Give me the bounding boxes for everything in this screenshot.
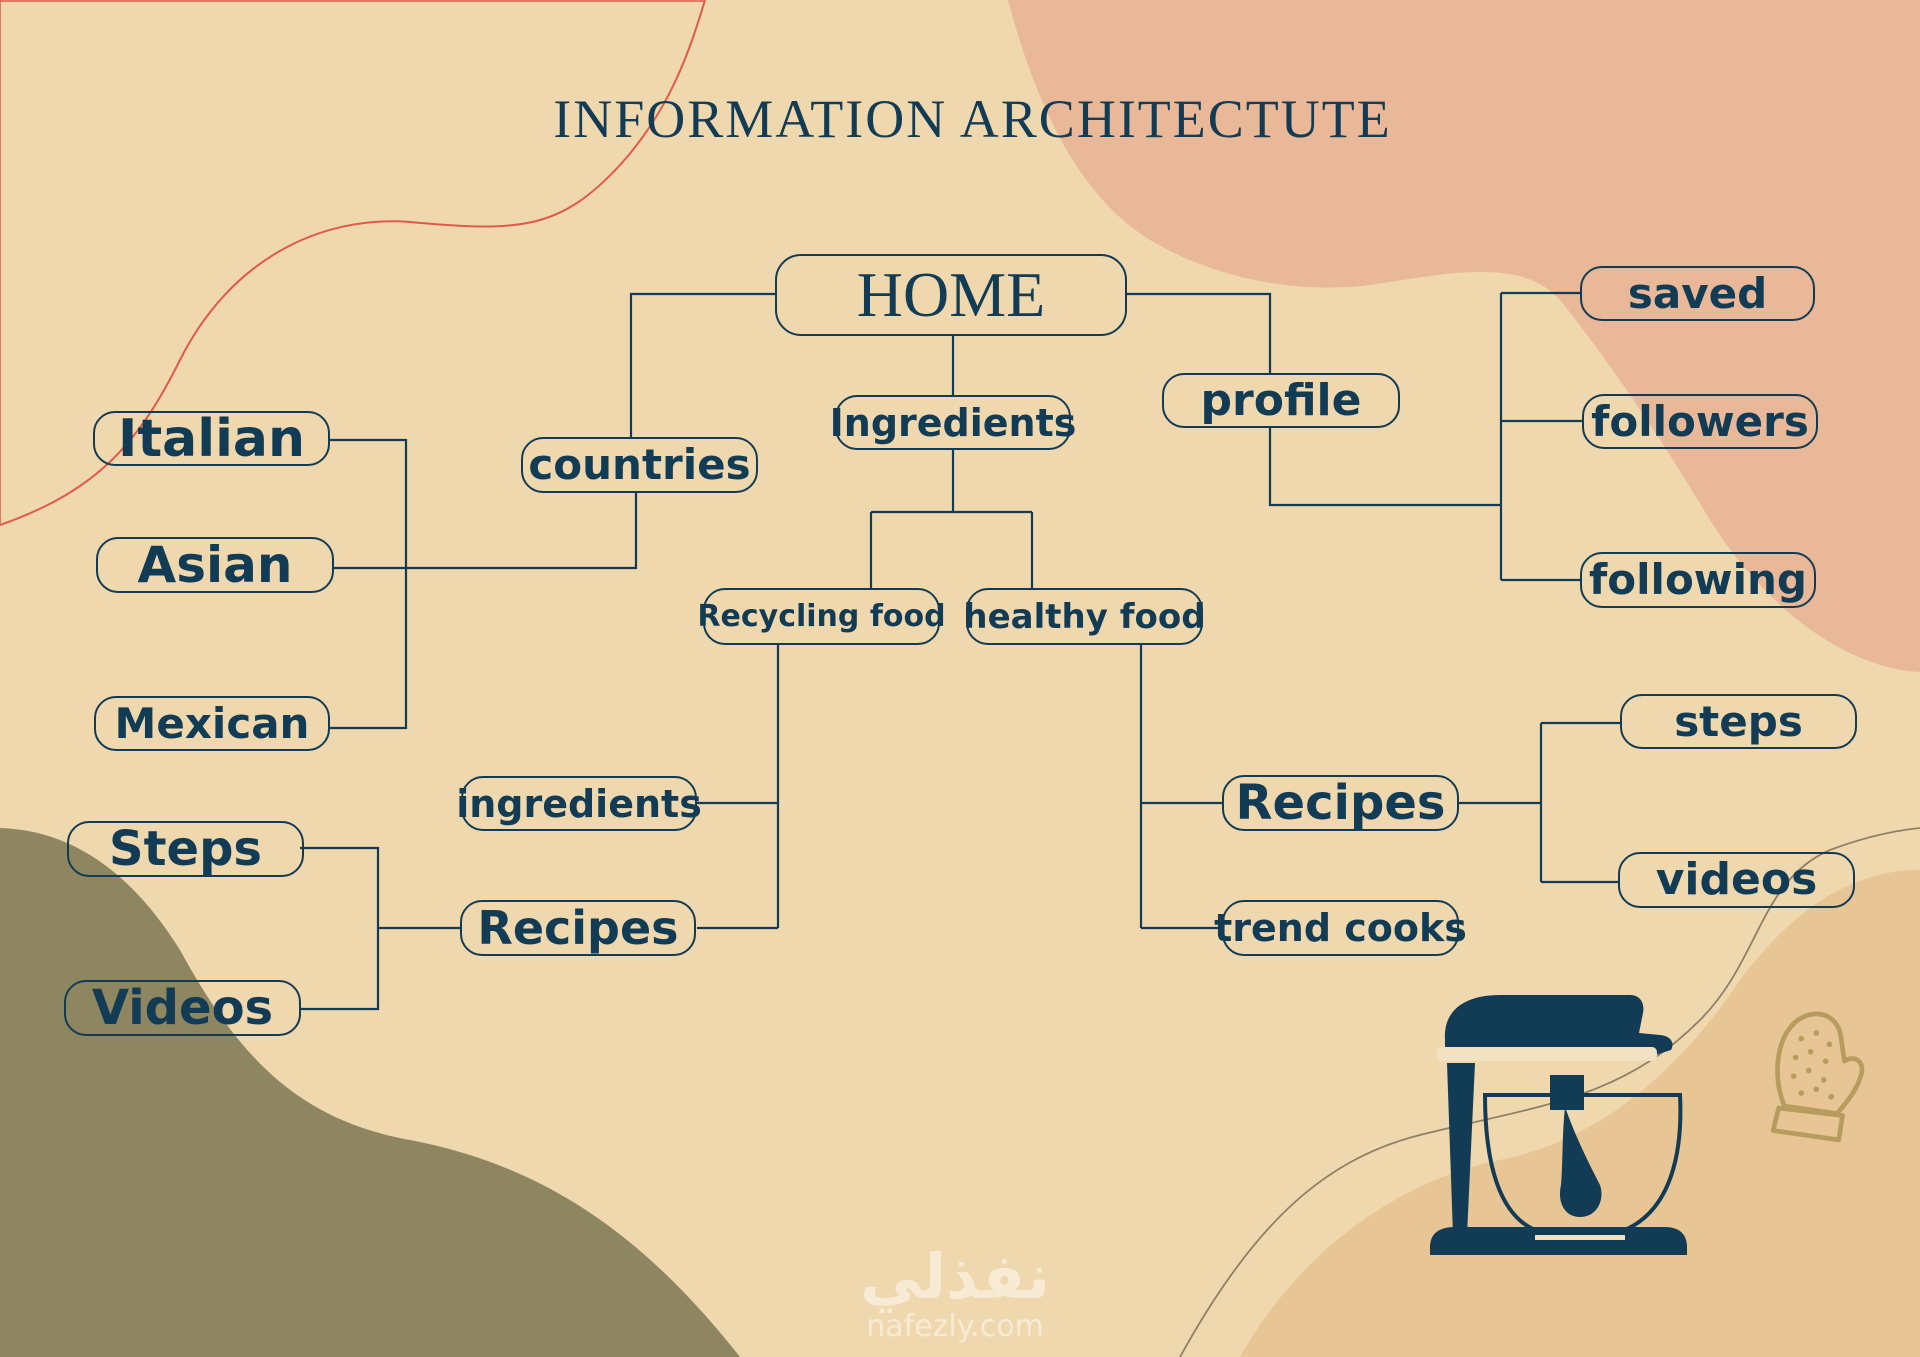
olive-blob xyxy=(0,828,740,1357)
red-curve xyxy=(0,0,706,526)
node-followers: followers xyxy=(1582,394,1818,449)
peach-blob xyxy=(1008,0,1920,672)
page-title: INFORMATION ARCHITECTUTE xyxy=(553,89,1392,149)
connector-recipes-right xyxy=(1459,721,1620,884)
node-recycling-food: Recycling food xyxy=(697,588,946,645)
node-videos-right: videos xyxy=(1618,852,1855,908)
node-videos-left: Videos xyxy=(64,980,301,1036)
watermark-url: nafezly.com xyxy=(866,1309,1044,1344)
node-mexican: Mexican xyxy=(94,696,330,751)
node-profile: profile xyxy=(1162,373,1400,428)
node-ingredients: Ingredients xyxy=(830,395,1076,450)
connector-profile-lists xyxy=(1268,291,1582,582)
node-steps-left: Steps xyxy=(67,821,304,877)
thin-curve xyxy=(1179,827,1920,1357)
node-countries: countries xyxy=(521,437,758,493)
node-healthy-food: healthy food xyxy=(963,588,1206,645)
node-home: HOME xyxy=(775,254,1127,336)
node-trend-cooks: trend cooks xyxy=(1214,900,1467,956)
connector-recycling-food xyxy=(697,645,780,930)
node-recipes-right: Recipes xyxy=(1222,775,1459,831)
connector-home-countries xyxy=(629,292,775,437)
sand-blob xyxy=(1240,870,1920,1357)
red-border xyxy=(0,0,705,525)
stand-mixer-icon xyxy=(1430,995,1687,1255)
connector-home-profile xyxy=(1127,292,1272,373)
connector-countries-cuisines xyxy=(330,438,638,730)
connector-recipes-left xyxy=(300,846,460,1011)
node-recipes-left: Recipes xyxy=(460,900,696,956)
connector-ingredients-branches xyxy=(869,450,1034,588)
oven-mitt-icon xyxy=(1770,1011,1865,1143)
node-italian: Italian xyxy=(93,411,330,466)
watermark-logo: نفذلي xyxy=(860,1240,1050,1313)
watermark: نفذلي nafezly.com xyxy=(830,1240,1080,1344)
node-following: following xyxy=(1580,552,1816,608)
node-steps-right: steps xyxy=(1620,694,1857,749)
connector-healthy-food xyxy=(1139,645,1222,930)
node-saved: saved xyxy=(1580,266,1815,321)
node-ingredients-sub: ingredients xyxy=(456,776,702,831)
node-asian: Asian xyxy=(96,537,334,593)
